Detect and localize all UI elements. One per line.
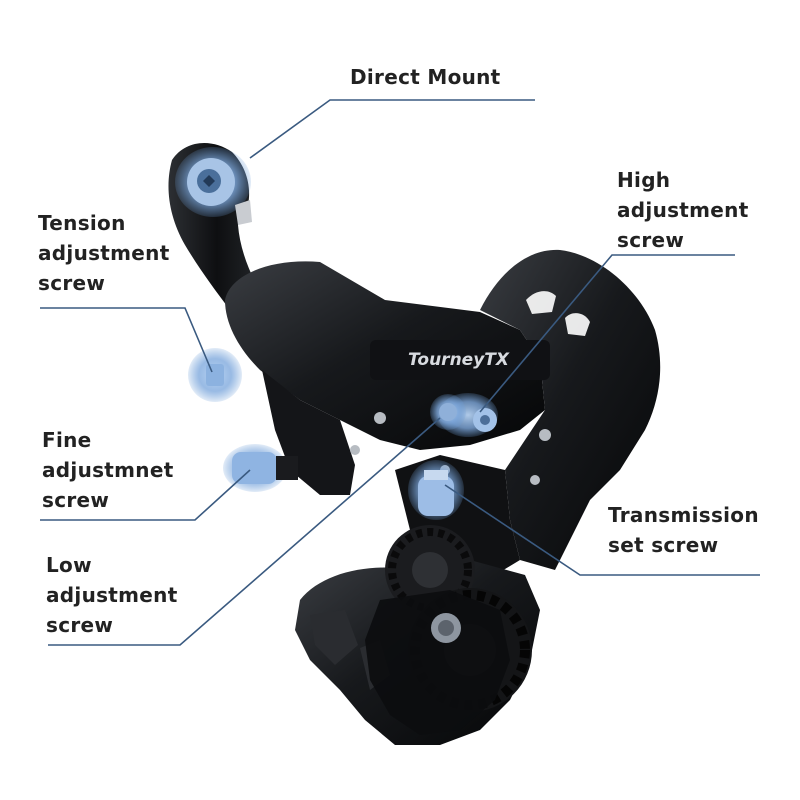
label-tension-line-3: screw (38, 271, 106, 295)
bracket-left (262, 370, 355, 495)
label-high-line-3: screw (617, 228, 685, 252)
label-high-adjustment-screw: High adjustment screw (617, 165, 749, 255)
transmission-screw-highlight (408, 460, 464, 520)
label-high-line-1: High (617, 168, 671, 192)
label-low-line-3: screw (46, 613, 114, 637)
leader-low (48, 417, 441, 646)
derailleur-illustration: TourneyTX (168, 142, 661, 745)
label-direct-mount-line: Direct Mount (350, 65, 501, 89)
leader-tension (40, 307, 213, 373)
leader-lines (40, 99, 760, 646)
leader-high (479, 254, 735, 413)
leader-transmission (444, 484, 760, 576)
label-tension-adjustment-screw: Tension adjustment screw (38, 208, 170, 298)
leader-direct-mount (249, 99, 535, 159)
mount-bolt (175, 147, 251, 217)
label-tension-line-1: Tension (38, 211, 126, 235)
label-transmission-set-screw: Transmission set screw (608, 500, 759, 560)
label-tension-line-2: adjustment (38, 241, 170, 265)
outer-plate (480, 249, 661, 570)
label-low-line-1: Low (46, 553, 92, 577)
low-screw-highlight (430, 394, 466, 430)
label-fine-adjustment-screw: Fine adjustmnet screw (42, 425, 174, 515)
label-fine-line-3: screw (42, 488, 110, 512)
label-direct-mount: Direct Mount (350, 62, 501, 92)
leader-fine (40, 469, 251, 521)
label-fine-line-2: adjustmnet (42, 458, 174, 482)
product-logo: TourneyTX (408, 350, 510, 370)
label-transmission-line-1: Transmission (608, 503, 759, 527)
label-high-line-2: adjustment (617, 198, 749, 222)
label-low-line-2: adjustment (46, 583, 178, 607)
label-low-adjustment-screw: Low adjustment screw (46, 550, 178, 640)
label-fine-line-1: Fine (42, 428, 92, 452)
tension-screw-highlight (188, 348, 242, 402)
label-transmission-line-2: set screw (608, 533, 719, 557)
